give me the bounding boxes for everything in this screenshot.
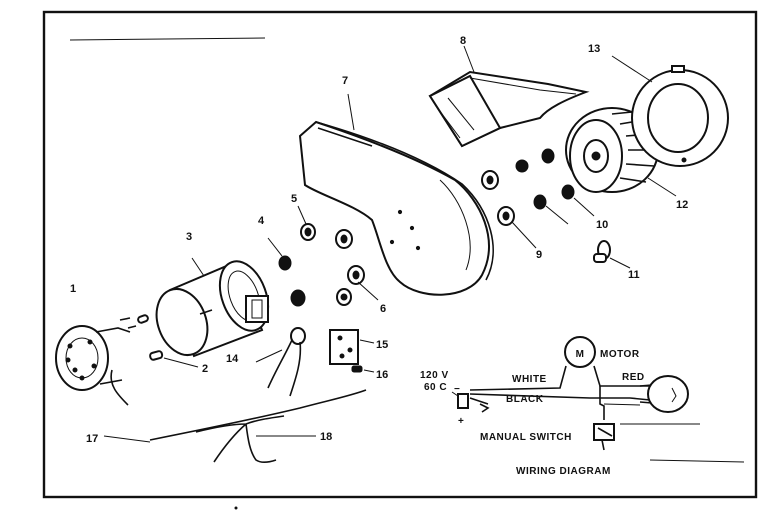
- callout-1: 1: [70, 283, 76, 295]
- part-15-terminal-block: [329, 329, 375, 365]
- callout-13: 13: [588, 43, 600, 55]
- motor-label: MOTOR: [600, 349, 640, 360]
- scan-speck: [234, 506, 238, 510]
- callout-5: 5: [291, 193, 297, 205]
- part-14-wire-connector: [255, 327, 306, 397]
- callout-2: 2: [202, 363, 208, 375]
- callout-7: 7: [342, 75, 348, 87]
- part-pin: [137, 314, 149, 324]
- part-10-nut: [515, 148, 595, 225]
- part-4-nut: [267, 237, 306, 307]
- part-6-grommet: [335, 229, 379, 306]
- white-wire-label: WHITE: [512, 374, 547, 385]
- callout-18: 18: [320, 431, 332, 443]
- callout-4: 4: [258, 215, 265, 227]
- motor-symbol-letter: M: [576, 349, 585, 360]
- scan-mark: [69, 37, 266, 41]
- callout-3: 3: [186, 231, 192, 243]
- callout-17: 17: [86, 433, 98, 445]
- part-5-grommet: [297, 205, 316, 241]
- part-13-ring-plate: [611, 55, 729, 167]
- callout-12: 12: [676, 199, 688, 211]
- wiring-diagram-title: WIRING DIAGRAM: [516, 466, 611, 477]
- part-8-outlet-duct: [428, 45, 590, 148]
- callout-8: 8: [460, 35, 466, 47]
- minus-sign: −: [454, 384, 460, 395]
- callout-15: 15: [376, 339, 388, 351]
- part-3-motor-housing: [155, 257, 270, 358]
- callout-9: 9: [536, 249, 542, 261]
- black-wire-label: BLACK: [506, 394, 544, 405]
- diagram-border: [42, 10, 758, 499]
- part-1-end-cap: [55, 317, 137, 406]
- part-18-wire-harness: [195, 415, 316, 464]
- callout-10: 10: [596, 219, 608, 231]
- supply-frequency: 60 C: [424, 382, 447, 393]
- part-2-screw: [149, 350, 199, 368]
- part-9-grommet: [481, 170, 537, 249]
- part-7-blower-housing: [298, 93, 494, 296]
- part-17-power-cord: [103, 389, 367, 443]
- motor-symbol: [564, 336, 596, 368]
- part-16-screw: [351, 365, 375, 373]
- supply-voltage: 120 V: [420, 370, 449, 381]
- part-11-bolt: [593, 240, 631, 269]
- callout-14: 14: [226, 353, 239, 365]
- red-wire-label: RED: [622, 372, 645, 383]
- callout-16: 16: [376, 369, 388, 381]
- callout-labels: 1 2 3 4 5 6 7 8 9 10 11 12 13 14 15 16 1…: [70, 35, 688, 445]
- wiring-diagram: M MOTOR 120 V 60 C − + WHITE RED BLACK M…: [420, 336, 745, 477]
- manual-switch-label: MANUAL SWITCH: [480, 432, 572, 443]
- callout-11: 11: [628, 269, 640, 281]
- callout-6: 6: [380, 303, 386, 315]
- plug-symbol: [457, 393, 469, 409]
- plus-sign: +: [458, 416, 464, 427]
